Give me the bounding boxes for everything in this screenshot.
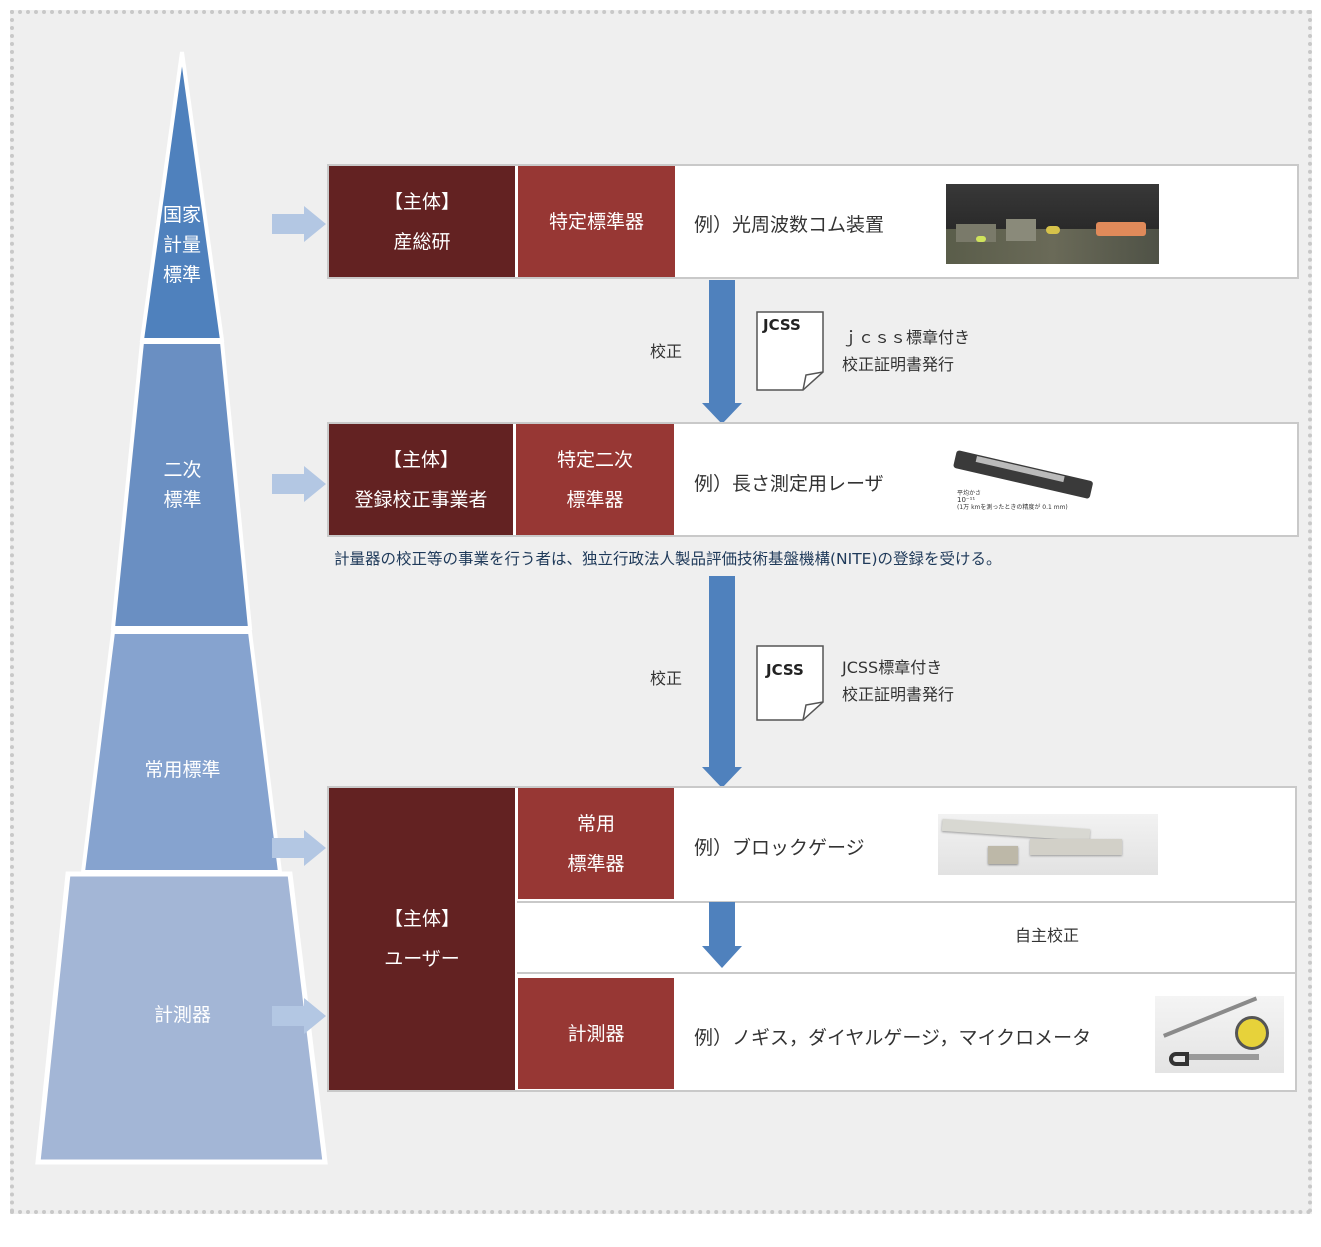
pyramid-secondary-label: 二次標準: [163, 459, 202, 511]
laser-photo-caption: 平均かさ 10⁻¹¹ (1万 kmを測ったときの精度が 0.1 mm): [957, 490, 1068, 511]
tier-aist-example: 例）光周波数コム装置: [694, 214, 885, 236]
measuring-tools-photo: [1155, 996, 1284, 1073]
side-arrow-working: [272, 830, 326, 866]
tier-user-entity: 【主体】ユーザー: [329, 788, 515, 1090]
tier-aist-entity: 【主体】産総研: [329, 166, 515, 277]
side-arrow-secondary: [272, 466, 326, 502]
pyramid-national: [139, 51, 225, 342]
length-laser-photo: 平均かさ 10⁻¹¹ (1万 kmを測ったときの精度が 0.1 mm): [947, 440, 1107, 520]
pyramid-secondary: [110, 340, 253, 630]
jcss-badge-1: JCSS: [763, 316, 801, 334]
self-calibration-label: 自主校正: [1015, 926, 1080, 945]
calibration-arrow-2: [702, 576, 742, 788]
tier-registered-entity: 【主体】登録校正事業者: [329, 424, 513, 535]
calibration-label-2: 校正: [650, 669, 683, 688]
frequency-comb-photo: [946, 184, 1159, 264]
pyramid-instruments: [35, 871, 328, 1165]
calibration-label-1: 校正: [650, 342, 683, 361]
tier-registered-standard: 特定二次標準器: [516, 424, 674, 535]
calibration-arrow-1: [702, 280, 742, 424]
tier-user-working-standard: 常用標準器: [518, 788, 674, 899]
tier-user-instrument-example: 例）ノギス，ダイヤルゲージ，マイクロメータ: [694, 1027, 1092, 1049]
side-arrow-instruments: [272, 998, 326, 1034]
tier-user-working-example: 例）ブロックゲージ: [694, 837, 865, 859]
pyramid-national-label: 国家計量標準: [162, 204, 201, 286]
calibration-text-2: JCSS標章付き校正証明書発行: [842, 658, 955, 704]
calibration-text-1: ｊｃｓｓ標章付き校正証明書発行: [842, 328, 971, 374]
jcss-document-icon-1: [756, 311, 824, 391]
tier-registered-example: 例）長さ測定用レーザ: [694, 473, 884, 495]
side-arrow-national: [272, 206, 326, 242]
tier-user-instrument: 計測器: [518, 978, 674, 1089]
jcss-badge-2: JCSS: [766, 661, 804, 679]
pyramid-instruments-label: 計測器: [153, 1004, 211, 1026]
pyramid-working: [80, 630, 283, 874]
nite-registration-note: 計量器の校正等の事業を行う者は、独立行政法人製品評価技術基盤機構(NITE)の登…: [334, 550, 1002, 568]
gauge-block-photo: [938, 814, 1158, 875]
jcss-document-icon-2: [756, 645, 824, 721]
tier-aist-standard: 特定標準器: [518, 166, 675, 277]
pyramid-working-label: 常用標準: [144, 759, 221, 781]
self-calibration-row: [517, 901, 1295, 974]
